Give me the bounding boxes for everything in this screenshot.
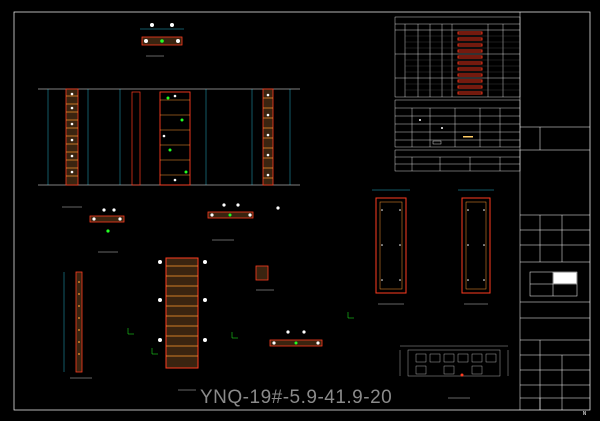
corner-mark: N bbox=[583, 411, 586, 417]
rebar-schedule-table bbox=[394, 16, 521, 98]
section-plan-a bbox=[372, 189, 410, 305]
materials-table bbox=[394, 99, 521, 148]
key-plan-marker bbox=[460, 373, 464, 377]
detail-section-1 bbox=[207, 203, 280, 241]
column-assembly-center bbox=[158, 257, 207, 391]
wall-elevation-left bbox=[65, 88, 79, 186]
grid-marks bbox=[127, 312, 354, 355]
detail-section-3 bbox=[255, 265, 274, 291]
plan-strip-top bbox=[140, 23, 184, 57]
wall-elevation-center bbox=[131, 91, 191, 186]
section-plan-b bbox=[458, 189, 494, 305]
title-block-white-cell bbox=[553, 272, 577, 284]
schedule-rebar-shapes bbox=[457, 31, 483, 95]
key-plan bbox=[399, 345, 509, 399]
title-block bbox=[519, 12, 590, 410]
column-elevation-bottom-left bbox=[63, 271, 92, 379]
elevation-dimensions bbox=[47, 89, 291, 185]
wall-elevation-right bbox=[262, 88, 274, 186]
drawing-border bbox=[13, 11, 591, 411]
detail-section-bottom bbox=[269, 330, 323, 347]
schedule-symbols bbox=[419, 119, 473, 145]
detail-left bbox=[62, 206, 125, 253]
summary-table bbox=[394, 149, 521, 172]
drawing-code-stamp: YNQ-19#-5.9-41.9-20 bbox=[200, 387, 392, 408]
